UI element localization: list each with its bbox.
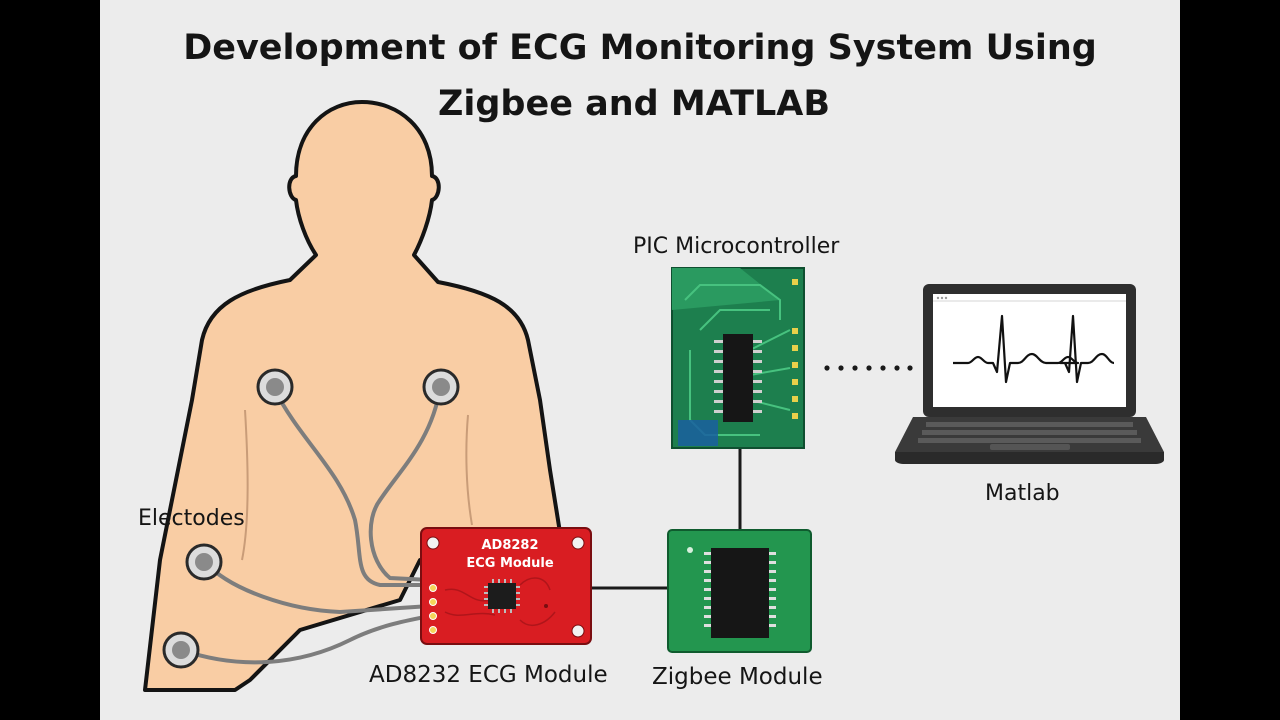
diagram-canvas: Development of ECG Monitoring System Usi…	[100, 0, 1180, 720]
ecg-module-board	[420, 527, 592, 645]
electrode-chest-left	[422, 368, 460, 406]
diagram-graphics	[143, 100, 1164, 692]
pic-microcontroller-board	[671, 267, 805, 449]
title-line-1: Development of ECG Monitoring System Usi…	[183, 28, 1097, 68]
wireless-dots	[824, 365, 913, 371]
zigbee-module-label: Zigbee Module	[652, 664, 823, 690]
ad8232-module-label: AD8232 ECG Module	[369, 662, 608, 688]
torso-contour	[465, 414, 473, 526]
wire-chest-right	[273, 388, 432, 587]
title-line-2: Zigbee and MATLAB	[437, 84, 831, 124]
ecg-board-text-line-2: ECG Module	[466, 556, 554, 571]
electrode-chest-right	[256, 368, 294, 406]
arm-contour	[241, 409, 249, 561]
pic-microcontroller-label: PIC Microcontroller	[633, 234, 840, 259]
zigbee-module-board	[667, 529, 812, 653]
wire-chest-left	[368, 386, 442, 582]
laptop-screen	[933, 294, 1126, 407]
electrode-arm-upper	[185, 543, 223, 581]
laptop-icon	[895, 284, 1164, 464]
electrodes-label: Electodes	[138, 506, 245, 531]
ecg-board-text-line-1: AD8282	[481, 538, 539, 553]
wire-arm-lower	[180, 614, 432, 665]
electrode-arm-lower	[162, 631, 200, 669]
matlab-label: Matlab	[985, 481, 1060, 506]
ecg-waveform	[953, 314, 1115, 384]
